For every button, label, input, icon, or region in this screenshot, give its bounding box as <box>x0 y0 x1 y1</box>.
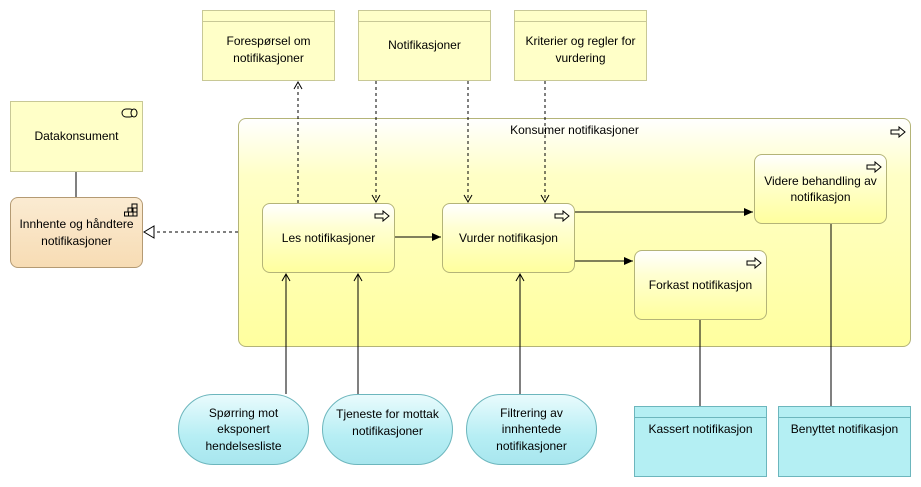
function-innhente[interactable]: Innhente og håndtere notifikasjoner <box>10 197 143 268</box>
service-sporring-label: Spørring mot eksponert hendelsesliste <box>205 406 282 453</box>
process-les[interactable]: Les notifikasjoner <box>262 203 395 273</box>
service-sporring[interactable]: Spørring mot eksponert hendelsesliste <box>178 394 309 465</box>
service-filtrering-label: Filtrering av innhentede notifikasjoner <box>496 406 567 453</box>
service-filtrering[interactable]: Filtrering av innhentede notifikasjoner <box>466 394 597 465</box>
object-header-bar <box>515 11 646 22</box>
object-notifikasjoner-label: Notifikasjoner <box>388 38 461 53</box>
stacked-blocks-icon <box>124 203 138 217</box>
process-videre-label: Videre behandling av notifikasjon <box>764 173 877 204</box>
process-videre[interactable]: Videre behandling av notifikasjon <box>754 154 887 224</box>
process-vurder[interactable]: Vurder notifikasjon <box>442 203 575 273</box>
object-foresporsel[interactable]: Forespørsel om notifikasjoner <box>202 10 335 81</box>
object-kriterier-label: Kriterier og regler for vurdering <box>525 34 636 65</box>
role-datakonsument[interactable]: Datakonsument <box>10 101 143 172</box>
process-arrow-icon <box>746 257 762 269</box>
process-arrow-icon <box>374 210 390 222</box>
data-kassert[interactable]: Kassert notifikasjon <box>634 406 767 477</box>
role-datakonsument-label: Datakonsument <box>34 129 119 144</box>
object-header-bar <box>779 407 910 418</box>
object-foresporsel-label: Forespørsel om notifikasjoner <box>226 34 311 65</box>
object-kriterier[interactable]: Kriterier og regler for vurdering <box>514 10 647 81</box>
function-innhente-label: Innhente og håndtere notifikasjoner <box>19 217 134 248</box>
group-title: Konsumer notifikasjoner <box>510 123 639 137</box>
process-les-label: Les notifikasjoner <box>281 230 376 245</box>
object-header-bar <box>203 11 334 22</box>
process-forkast[interactable]: Forkast notifikasjon <box>634 250 767 320</box>
data-benyttet-label: Benyttet notifikasjon <box>790 422 899 436</box>
object-notifikasjoner[interactable]: Notifikasjoner <box>358 10 491 81</box>
role-cylinder-icon <box>121 108 138 118</box>
process-vurder-label: Vurder notifikasjon <box>459 230 558 245</box>
process-arrow-icon <box>890 126 906 138</box>
object-header-bar <box>359 11 490 22</box>
service-tjeneste-label: Tjeneste for mottak notifikasjoner <box>336 407 439 438</box>
data-benyttet[interactable]: Benyttet notifikasjon <box>778 406 911 477</box>
process-forkast-label: Forkast notifikasjon <box>648 277 753 292</box>
object-header-bar <box>635 407 766 418</box>
service-tjeneste[interactable]: Tjeneste for mottak notifikasjoner <box>322 394 453 465</box>
process-arrow-icon <box>866 161 882 173</box>
process-arrow-icon <box>554 210 570 222</box>
data-kassert-label: Kassert notifikasjon <box>648 422 753 436</box>
